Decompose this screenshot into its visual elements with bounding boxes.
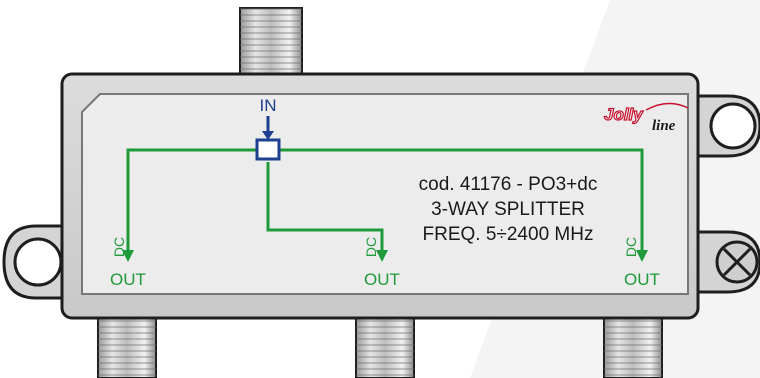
mounting-hole-icon xyxy=(2,224,72,300)
out-label-right: OUT xyxy=(624,270,660,289)
product-code: cod. 41176 - PO3+dc xyxy=(419,174,598,195)
product-name: 3-WAY SPLITTER xyxy=(431,199,585,220)
out-label-center: OUT xyxy=(364,270,400,289)
splitter-node xyxy=(255,138,281,161)
arrow-out-center xyxy=(376,250,388,262)
ground-screw-icon xyxy=(688,230,760,294)
path-out-right xyxy=(280,148,644,252)
input-connector-icon xyxy=(239,7,303,77)
brand-logo: Jolly line xyxy=(603,102,689,134)
out-label-left: OUT xyxy=(110,270,146,289)
input-label: IN xyxy=(260,96,277,115)
input-arrow xyxy=(262,131,274,140)
brand-main: Jolly xyxy=(604,105,644,124)
dc-label-left: DC xyxy=(111,237,127,257)
dc-label-center: DC xyxy=(363,237,379,257)
arrow-out-right xyxy=(636,250,648,262)
output-connector-icon xyxy=(97,307,157,378)
dc-label-right: DC xyxy=(623,237,639,257)
splitter-body xyxy=(60,72,700,320)
signal-paths xyxy=(122,116,648,262)
mounting-hole-icon xyxy=(688,94,760,158)
arrow-out-left xyxy=(122,250,134,262)
brand-sub: line xyxy=(652,118,676,134)
output-connector-icon xyxy=(603,307,663,378)
path-out-center xyxy=(266,162,384,252)
path-out-left xyxy=(126,148,256,252)
product-frequency: FREQ. 5÷2400 MHz xyxy=(423,224,594,245)
